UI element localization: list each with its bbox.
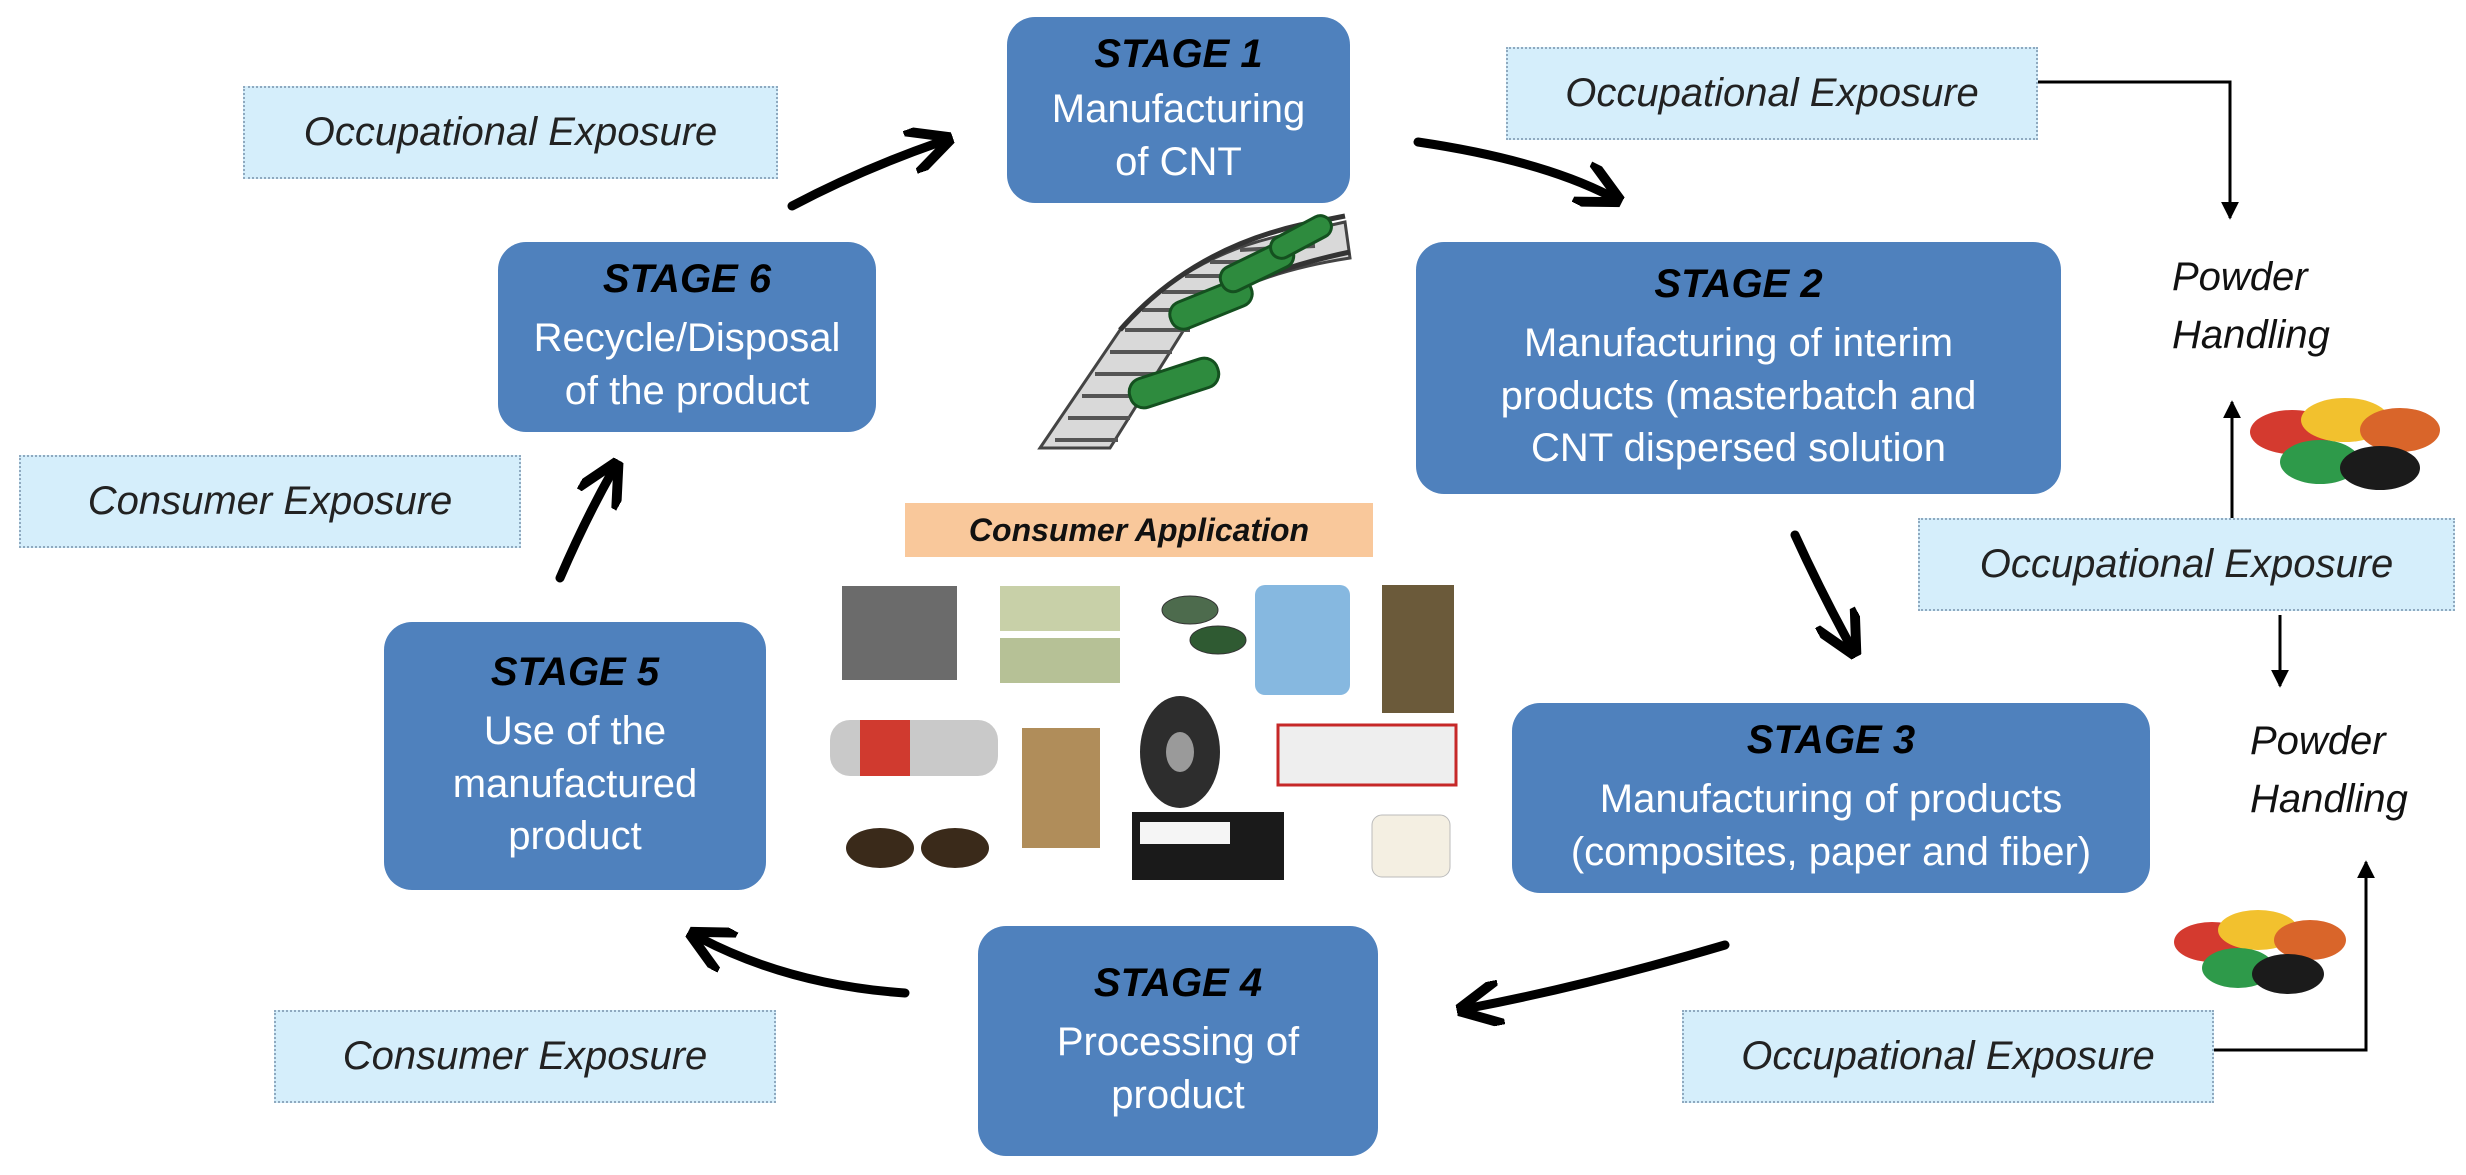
stage-2-line: products (masterbatch and — [1500, 373, 1977, 418]
arrow-stage2-to-stage3 — [1790, 530, 1850, 645]
occupational-exposure-label: Occupational Exposure — [1506, 47, 2038, 140]
stage-3-line: (composites, paper and fiber) — [1570, 830, 2092, 874]
arrow-occ-bottom-to-powder-bottom — [2214, 860, 2375, 1052]
stage-2-line: Manufacturing of interim — [1523, 320, 1954, 365]
stage-1-title: STAGE 1 — [1094, 32, 1263, 77]
occupational-exposure-label: Occupational Exposure — [1918, 518, 2455, 611]
stage-4-line: product — [1111, 1073, 1245, 1117]
stage-5-title: STAGE 5 — [490, 649, 660, 694]
arrow-stage4-to-stage5 — [700, 938, 910, 998]
product-image-jar — [1371, 814, 1451, 878]
arrow-stage6-to-stage1 — [787, 142, 940, 211]
stage-1-box: STAGE 1 Manufacturing of CNT — [1007, 17, 1350, 203]
powder-handling-line: Powder — [2172, 255, 2308, 299]
consumer-application-label: Consumer Application — [905, 503, 1373, 557]
powder-pile-bottom — [2174, 910, 2346, 994]
consumer-exposure-label: Consumer Exposure — [274, 1010, 776, 1103]
product-image-box — [1276, 723, 1458, 787]
stage-1-line: of CNT — [1115, 140, 1242, 184]
stage-5-line: product — [508, 814, 642, 859]
stage-2-line: CNT dispersed solution — [1530, 426, 1947, 471]
consumer-exposure-label: Consumer Exposure — [19, 455, 521, 548]
powder-handling-line: Handling — [2250, 777, 2408, 821]
product-image-paint-can — [1161, 595, 1219, 625]
product-image-staircase — [842, 586, 957, 680]
powder-handling-label-bottom: Powder Handling — [2250, 712, 2408, 828]
powder-pile-top — [2250, 398, 2440, 490]
arrow-stage5-to-stage6 — [555, 472, 612, 583]
arrow-stage1-to-stage2 — [1413, 137, 1610, 196]
stage-2-title: STAGE 2 — [1654, 261, 1823, 306]
stage-6-box: STAGE 6 Recycle/Disposal of the product — [498, 242, 876, 432]
product-image-shirt — [1255, 585, 1350, 695]
product-image-banknote — [1000, 586, 1120, 631]
product-image-sunglasses — [846, 828, 914, 868]
powder-handling-line: Powder — [2250, 719, 2386, 763]
stage-2-box: STAGE 2 Manufacturing of interim product… — [1416, 242, 2061, 494]
stage-4-title: STAGE 4 — [1093, 961, 1263, 1006]
arrow-stage3-to-stage4 — [1470, 940, 1730, 1008]
stage-5-line: manufactured — [452, 761, 698, 806]
stage-5-box: STAGE 5 Use of the manufactured product — [384, 622, 766, 890]
stage-3-box: STAGE 3 Manufacturing of products (compo… — [1512, 703, 2150, 893]
stage-6-line: Recycle/Disposal — [533, 316, 841, 361]
powder-handling-line: Handling — [2172, 313, 2330, 357]
powder-handling-label-top: Powder Handling — [2172, 248, 2330, 364]
product-image-trousers — [1382, 585, 1454, 713]
stage-4-box: STAGE 4 Processing of product — [978, 926, 1378, 1156]
stage-4-line: Processing of — [1056, 1020, 1300, 1065]
stage-3-title: STAGE 3 — [1746, 718, 1916, 763]
product-image-lotion — [1022, 728, 1100, 848]
stage-1-line: Manufacturing — [1051, 87, 1306, 132]
occupational-exposure-label: Occupational Exposure — [243, 86, 778, 179]
stage-6-title: STAGE 6 — [602, 257, 772, 302]
carbon-nanotubes — [1127, 214, 1333, 410]
stage-5-line: Use of the — [483, 708, 667, 753]
stage-6-line: of the product — [564, 369, 810, 413]
arrow-occ-to-powder-top — [2038, 80, 2239, 220]
occupational-exposure-label: Occupational Exposure — [1682, 1010, 2214, 1103]
stage-3-line: Manufacturing of products — [1599, 777, 2063, 822]
